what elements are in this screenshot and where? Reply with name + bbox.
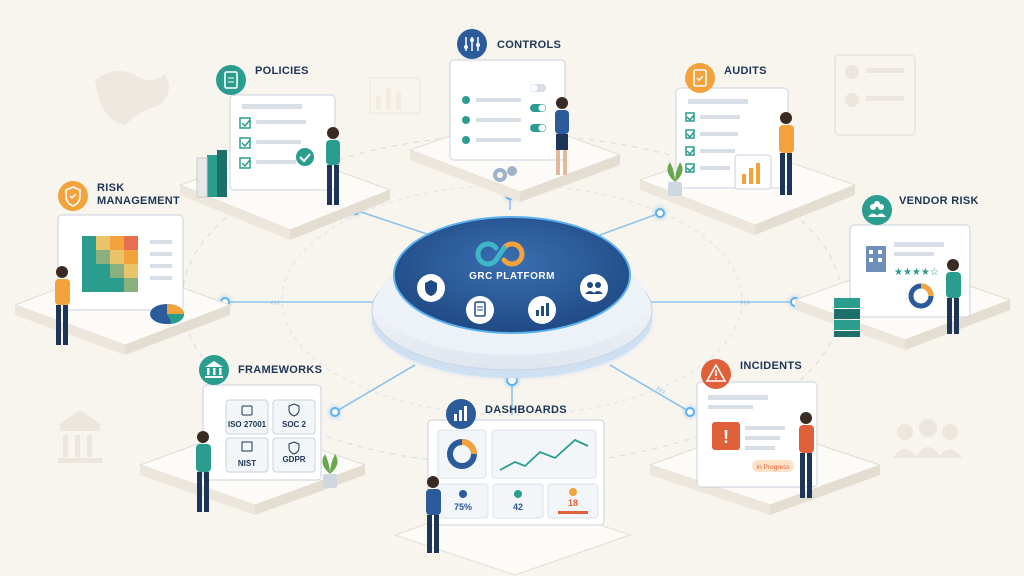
stat-card-1[interactable]: 75% bbox=[437, 483, 489, 519]
toggle-list bbox=[462, 84, 546, 144]
vendor-badge-icon bbox=[862, 195, 892, 225]
policies-label: POLICIES bbox=[255, 65, 309, 77]
bank-icon bbox=[205, 361, 223, 378]
dashboards-label: DASHBOARDS bbox=[485, 404, 567, 416]
framework-nist-label: NIST bbox=[238, 459, 256, 468]
background-decor bbox=[58, 54, 962, 463]
person-audits bbox=[779, 112, 794, 195]
vendor-users-icon bbox=[868, 201, 886, 217]
server-stack-icon bbox=[834, 298, 860, 337]
person-frameworks bbox=[196, 431, 211, 512]
framework-tile-nist[interactable] bbox=[225, 437, 269, 473]
orbit-ring-inner bbox=[281, 184, 743, 416]
dashboard-donut-icon bbox=[447, 439, 477, 469]
arrow-glyph-bottom-right: ››› bbox=[654, 383, 668, 398]
warning-icon: ! bbox=[712, 422, 740, 450]
in-progress-text: In Progress bbox=[756, 464, 790, 471]
module-policies[interactable]: POLICIES bbox=[178, 65, 392, 240]
risk-heatmap bbox=[82, 236, 138, 292]
policies-badge-icon bbox=[216, 65, 246, 95]
framework-tile-gdpr[interactable] bbox=[272, 437, 316, 473]
hub-users-button[interactable] bbox=[580, 274, 608, 302]
framework-gdpr-label: GDPR bbox=[282, 455, 305, 464]
module-incidents[interactable]: ! In Progress INCIDENTS bbox=[648, 359, 882, 515]
plant-icon bbox=[322, 454, 338, 488]
stat-value-3: 18 bbox=[568, 498, 578, 508]
person-dashboards bbox=[426, 476, 441, 553]
users-icon bbox=[585, 282, 603, 294]
grc-platform-hub[interactable]: GRC PLATFORM bbox=[371, 216, 653, 378]
stat-value-1: 75% bbox=[454, 502, 472, 512]
shield-icon bbox=[425, 280, 437, 296]
module-dashboards[interactable]: 75% 42 18 DASHBOARDS bbox=[393, 399, 632, 576]
people-bg-icon bbox=[893, 419, 962, 458]
audits-badge-icon bbox=[685, 63, 715, 93]
connectors bbox=[225, 195, 795, 415]
stat-value-2: 42 bbox=[513, 502, 523, 512]
hub-clipboard-button[interactable] bbox=[466, 296, 494, 324]
check-badge-icon bbox=[296, 148, 314, 166]
rating-stars-icon: ★★★★☆ bbox=[894, 267, 939, 278]
person-policies bbox=[326, 127, 340, 205]
hub-chart-button[interactable] bbox=[528, 296, 556, 324]
pie-chart-icon bbox=[150, 304, 185, 324]
checkbox-list-icons bbox=[239, 117, 251, 169]
infinity-logo-icon bbox=[475, 241, 525, 267]
dashboard-line-chart bbox=[499, 438, 589, 471]
stat-card-3[interactable]: 18 bbox=[547, 483, 599, 519]
module-audits[interactable]: AUDITS bbox=[638, 63, 857, 235]
person-vendor bbox=[946, 259, 961, 334]
hub-title: GRC PLATFORM bbox=[469, 271, 555, 282]
controls-panel bbox=[449, 59, 566, 161]
clipboard-icon bbox=[474, 301, 486, 317]
stat-card-2[interactable]: 42 bbox=[492, 483, 544, 519]
framework-iso-label: ISO 27001 bbox=[228, 420, 267, 429]
risk-label-line1: RISK bbox=[97, 182, 124, 194]
module-frameworks[interactable]: ISO 27001 SOC 2 NIST GDPR FRAMEWORKS bbox=[138, 355, 367, 515]
module-risk-management[interactable]: RISK MANAGEMENT bbox=[13, 181, 232, 355]
bank-bg-icon bbox=[58, 410, 102, 463]
person-controls bbox=[555, 97, 569, 175]
binders-icon bbox=[196, 150, 227, 198]
framework-tile-iso[interactable] bbox=[225, 399, 269, 435]
frameworks-label: FRAMEWORKS bbox=[238, 364, 322, 376]
audits-label: AUDITS bbox=[724, 65, 767, 77]
svg-text:!: ! bbox=[723, 427, 729, 447]
controls-label: CONTROLS bbox=[497, 39, 561, 51]
bar-chart-icon bbox=[536, 303, 549, 316]
person-risk bbox=[55, 266, 70, 345]
framework-tile-soc2[interactable] bbox=[272, 399, 316, 435]
module-vendor-risk[interactable]: ★★★★☆ VENDOR RISK bbox=[793, 195, 1012, 350]
incidents-label: INCIDENTS bbox=[740, 360, 802, 372]
donut-chart-icon bbox=[908, 283, 934, 309]
gear-icon bbox=[493, 166, 517, 182]
plant-icon bbox=[667, 162, 683, 196]
module-controls[interactable]: CONTROLS bbox=[408, 29, 622, 202]
risk-label-line2: MANAGEMENT bbox=[97, 195, 180, 207]
hub-shield-button[interactable] bbox=[417, 274, 445, 302]
vendor-risk-label: VENDOR RISK bbox=[899, 195, 979, 207]
person-incidents bbox=[799, 412, 814, 498]
dashboard-bar-icon bbox=[454, 406, 467, 421]
building-icon bbox=[866, 246, 886, 272]
framework-soc2-label: SOC 2 bbox=[282, 420, 307, 429]
arrow-glyph-left: ‹‹‹ bbox=[270, 297, 280, 308]
audit-checklist-icons bbox=[685, 112, 695, 173]
arrow-glyph-right: ››› bbox=[740, 297, 750, 308]
in-progress-badge[interactable]: In Progress bbox=[752, 460, 794, 472]
